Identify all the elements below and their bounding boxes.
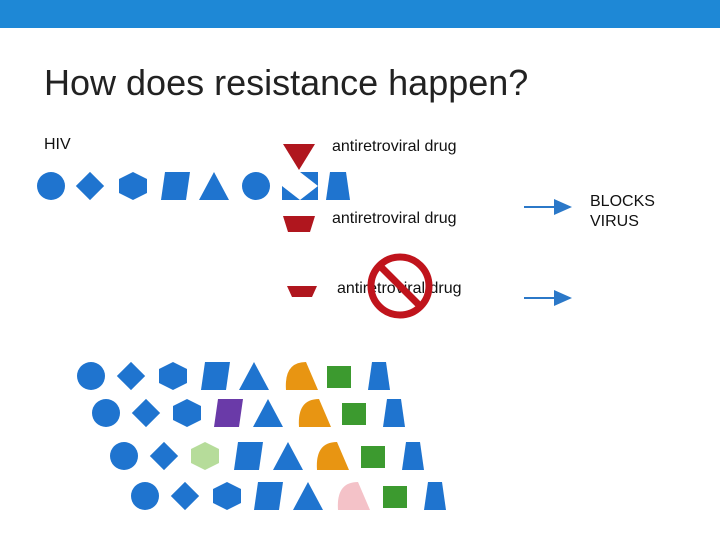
virus-strand-mutant-1 <box>77 361 390 391</box>
virus-strand-mutant-3 <box>110 441 424 471</box>
header-bar <box>0 0 720 28</box>
drug-label-2: antiretroviral drug <box>332 210 457 227</box>
slide-title: How does resistance happen? <box>44 62 529 103</box>
virus-strand-mutant-4 <box>131 481 446 511</box>
virus-trapezoid-icon <box>326 172 350 200</box>
hiv-label: HIV <box>44 136 71 153</box>
virus-triangle-icon <box>199 172 229 200</box>
virus-diamond-icon <box>75 171 105 201</box>
no-sign-icon <box>367 253 433 319</box>
drug-label-1: antiretroviral drug <box>332 138 457 155</box>
virus-receptor-icon <box>282 172 318 200</box>
virus-strand-mutant-2 <box>92 398 405 428</box>
drug-triangle-icon <box>287 286 317 297</box>
virus-strand-original <box>37 171 350 201</box>
virus-circle-icon <box>37 172 65 200</box>
drug-triangle-icon <box>283 216 315 232</box>
drug-triangle-icon <box>283 144 315 170</box>
blocks-virus-label: BLOCKS VIRUS <box>590 193 655 230</box>
virus-parallelogram-icon <box>161 172 190 200</box>
virus-circle-icon <box>242 172 270 200</box>
virus-hexagon-icon <box>119 172 147 200</box>
